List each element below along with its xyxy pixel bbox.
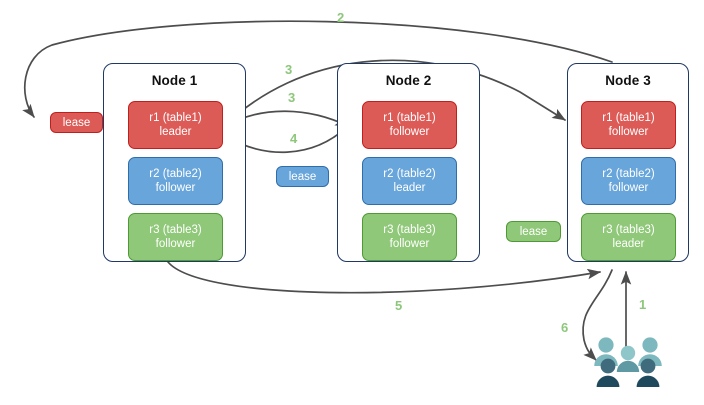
- replica-role: leader: [612, 238, 645, 250]
- step-label-5: 5: [395, 298, 403, 313]
- node-title: Node 2: [385, 73, 432, 88]
- replica-role: leader: [159, 126, 192, 138]
- edge-step-4: [227, 125, 349, 153]
- replica-role: follower: [389, 238, 430, 250]
- replica-role: leader: [393, 182, 426, 194]
- edge-step-6: [582, 269, 613, 361]
- replica-name: r1 (table1): [602, 112, 655, 124]
- replica-role: follower: [155, 182, 196, 194]
- replica-name: r2 (table2): [602, 168, 655, 180]
- replica-r1[interactable]: r1 (table1) follower: [362, 101, 457, 149]
- step-label-1: 1: [639, 297, 647, 312]
- replica-r2[interactable]: r2 (table2) follower: [128, 157, 223, 205]
- people-icon[interactable]: [592, 336, 664, 392]
- node-container-1[interactable]: Node 1 r1 (table1) leader r2 (table2) fo…: [103, 63, 246, 262]
- replica-role: follower: [389, 126, 430, 138]
- step-label-3-lower: 3: [288, 90, 296, 105]
- replica-role: follower: [155, 238, 196, 250]
- node-title: Node 1: [151, 73, 198, 88]
- replica-r1[interactable]: r1 (table1) leader: [128, 101, 223, 149]
- replica-role: follower: [608, 182, 649, 194]
- replica-name: r2 (table2): [149, 168, 202, 180]
- step-label-2: 2: [337, 10, 345, 25]
- step-label-3-upper: 3: [285, 62, 293, 77]
- replica-r1[interactable]: r1 (table1) follower: [581, 101, 676, 149]
- step-label-6: 6: [561, 320, 569, 335]
- lease-label: lease: [62, 116, 91, 129]
- replica-name: r1 (table1): [149, 112, 202, 124]
- replica-r3[interactable]: r3 (table3) follower: [362, 213, 457, 261]
- lease-label: lease: [288, 170, 317, 183]
- replica-r2[interactable]: r2 (table2) follower: [581, 157, 676, 205]
- replica-r3[interactable]: r3 (table3) follower: [128, 213, 223, 261]
- lease-chip-table2[interactable]: lease: [276, 166, 329, 187]
- replica-name: r3 (table3): [383, 224, 436, 236]
- replica-role: follower: [608, 126, 649, 138]
- replica-r2[interactable]: r2 (table2) leader: [362, 157, 457, 205]
- lease-chip-table1[interactable]: lease: [50, 112, 103, 133]
- step-label-4: 4: [290, 131, 298, 146]
- edge-step-2: [22, 20, 613, 118]
- edge-step-3-to-node3: [221, 59, 566, 129]
- lease-chip-table3[interactable]: lease: [506, 221, 561, 242]
- edge-step-5: [167, 261, 602, 294]
- replica-name: r3 (table3): [602, 224, 655, 236]
- replica-name: r3 (table3): [149, 224, 202, 236]
- replica-name: r2 (table2): [383, 168, 436, 180]
- node-container-2[interactable]: Node 2 r1 (table1) follower r2 (table2) …: [337, 63, 480, 262]
- node-title: Node 3: [605, 73, 651, 88]
- replica-name: r1 (table1): [383, 112, 436, 124]
- lease-label: lease: [519, 225, 548, 238]
- node-container-3[interactable]: Node 3 r1 (table1) follower r2 (table2) …: [567, 63, 689, 262]
- replica-r3[interactable]: r3 (table3) leader: [581, 213, 676, 261]
